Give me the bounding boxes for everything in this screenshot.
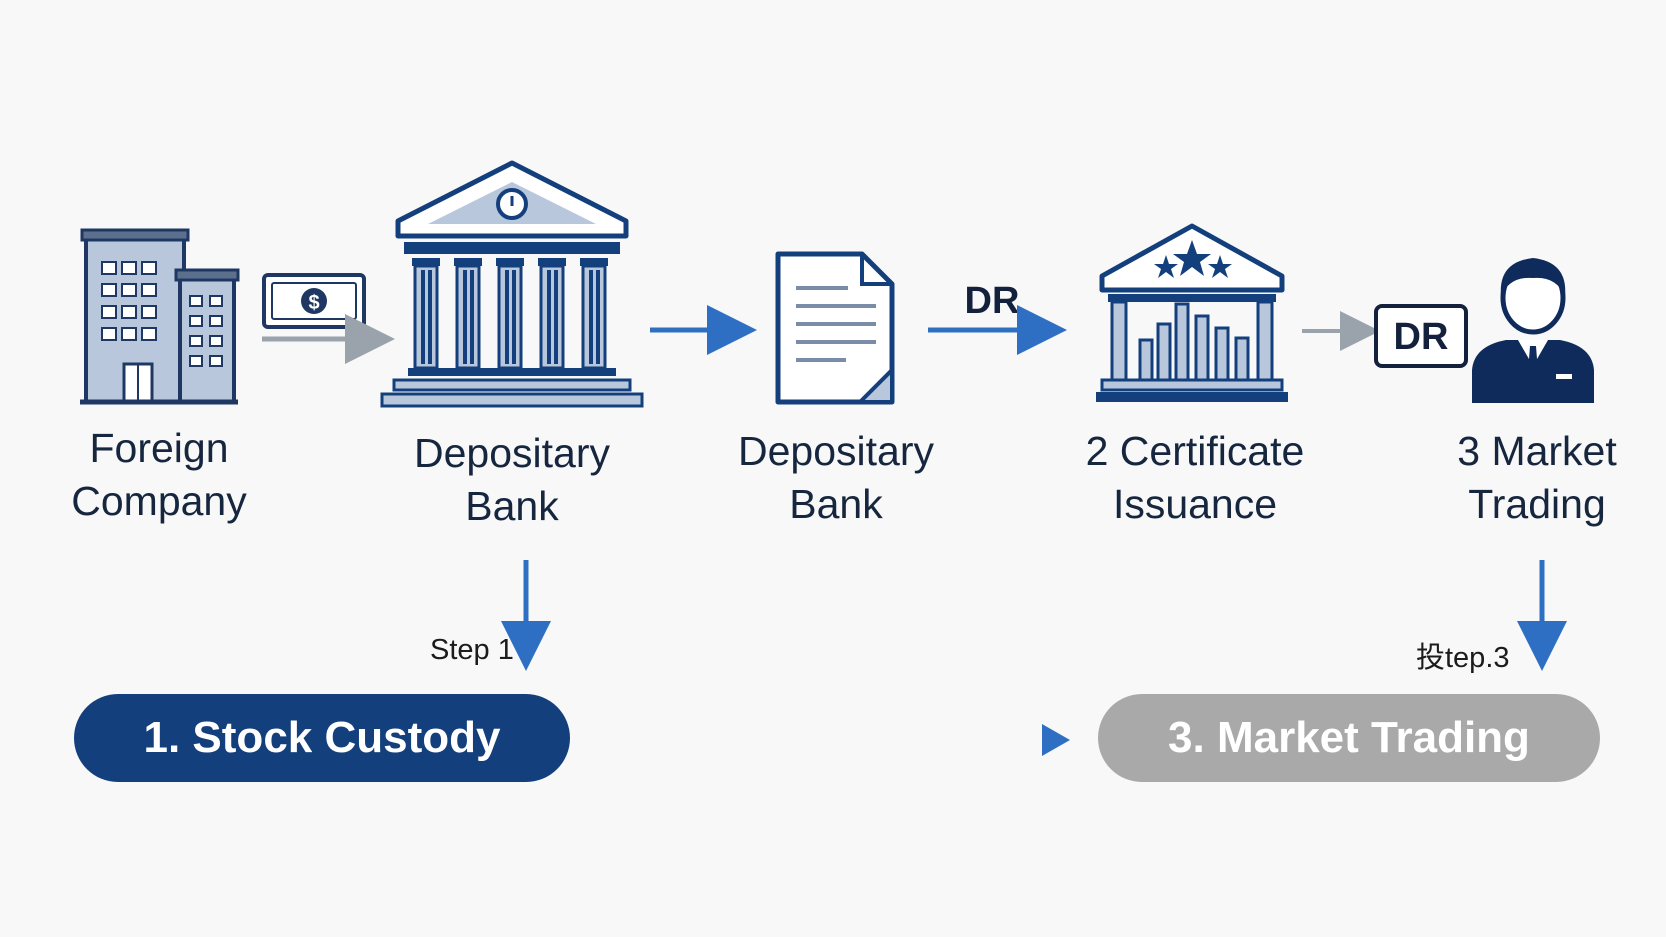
bank-building-icon: [380, 160, 644, 408]
money-symbol: $: [308, 292, 319, 314]
node-label-line: Company: [71, 478, 247, 524]
node-label-line: 3 Market: [1457, 428, 1617, 474]
step1-label: Step 1: [430, 634, 514, 666]
investor-person-icon: [1472, 258, 1594, 403]
node-label-line: Bank: [465, 483, 559, 529]
market-trading-pill: 3. Market Trading: [1098, 694, 1600, 782]
document-icon: [775, 251, 895, 405]
node-label-depositary-bank: Depositary Bank: [392, 427, 632, 533]
dr-certificate-tag: DR: [1374, 304, 1468, 368]
node-label-market-trading: 3 Market Trading: [1424, 425, 1650, 531]
node-label-line: Foreign: [89, 425, 229, 471]
exchange-building-icon: [1096, 223, 1288, 402]
node-label-line: Bank: [789, 481, 883, 527]
pill-connector-arrowhead: [1042, 724, 1070, 756]
node-label-line: Trading: [1468, 481, 1606, 527]
node-label-line: Issuance: [1112, 481, 1278, 527]
node-label-line: Depositary: [738, 428, 934, 474]
office-building-icon: [80, 228, 240, 405]
dr-arrow-label: DR: [965, 280, 1020, 322]
stock-custody-pill: 1. Stock Custody: [74, 694, 570, 782]
node-label-line: Depositary: [414, 430, 610, 476]
node-label-depositary-bank-2: Depositary Bank: [716, 425, 956, 531]
step3-label: 投tep.3: [1416, 642, 1510, 674]
node-label-certificate-issuance: 2 Certificate Issuance: [1060, 425, 1330, 531]
node-label-foreign-company: Foreign Company: [56, 422, 262, 528]
node-label-line: 2 Certificate: [1085, 428, 1305, 474]
dr-box-label: DR: [1394, 316, 1449, 358]
dollar-banknote-icon: $: [262, 273, 366, 329]
